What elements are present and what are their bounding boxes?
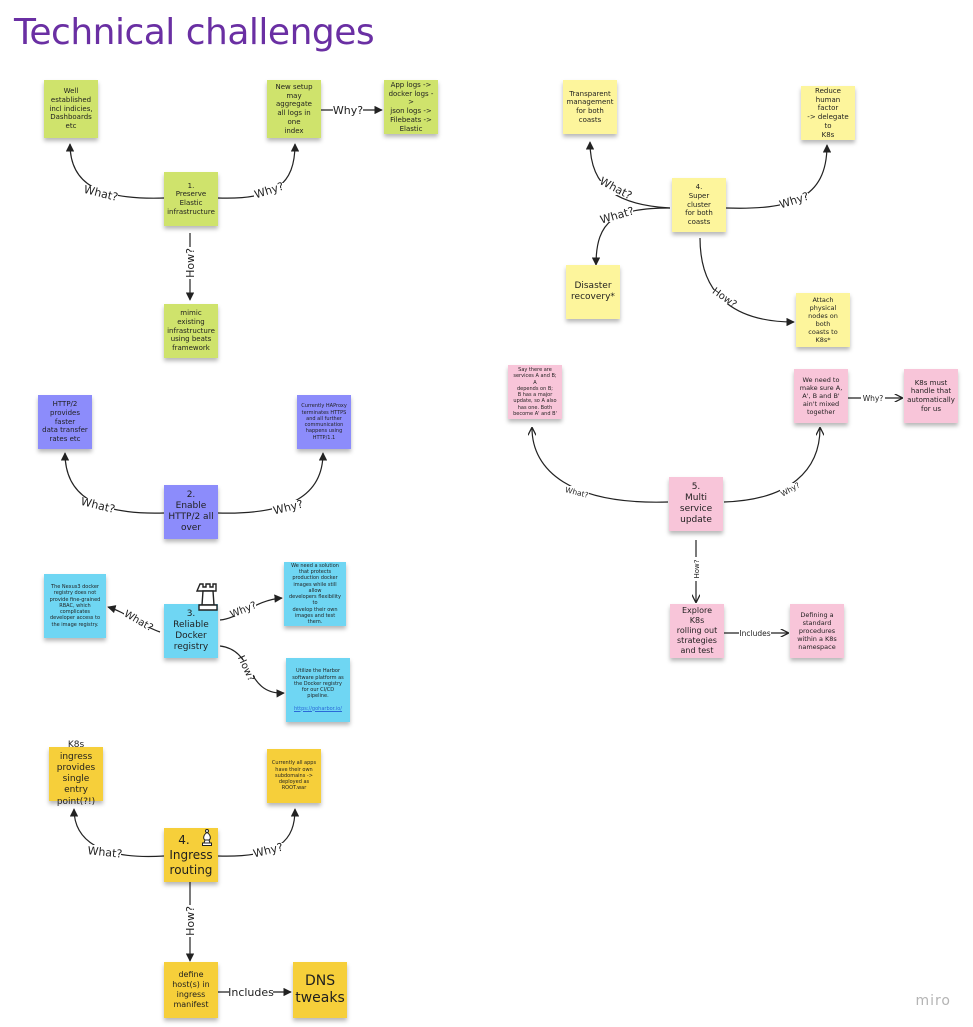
sticky-note[interactable]: DNS tweaks bbox=[293, 962, 347, 1018]
note-text: Ingress routing bbox=[169, 847, 213, 877]
sticky-note[interactable]: 2. Enable HTTP/2 all over bbox=[164, 485, 218, 539]
edge-label-how: How? bbox=[235, 654, 256, 683]
chess-rook-icon bbox=[195, 583, 218, 611]
sticky-note[interactable]: Reduce human factor -> delegate to K8s bbox=[801, 86, 855, 140]
sticky-note[interactable]: mimic existing infrastructure using beat… bbox=[164, 304, 218, 358]
edge-label-what: What? bbox=[599, 204, 636, 226]
sticky-note[interactable]: App logs -> docker logs -> json logs -> … bbox=[384, 80, 438, 134]
sticky-note[interactable]: Say there are services A and B; A depend… bbox=[508, 365, 562, 419]
sticky-note[interactable]: Utilize the Harbor software platform as … bbox=[286, 658, 350, 722]
edge-label-what: What? bbox=[597, 175, 634, 203]
edge-label-what: What? bbox=[87, 844, 123, 861]
edge-label-why: Why? bbox=[333, 104, 363, 117]
edge-label-how: How? bbox=[184, 248, 197, 278]
sticky-note[interactable]: New setup may aggregate all logs in one … bbox=[267, 80, 321, 138]
sticky-note[interactable]: 1. Preserve Elastic infrastructure bbox=[164, 172, 218, 226]
sticky-note[interactable]: We need to make sure A, A', B and B' ain… bbox=[794, 369, 848, 423]
edge-label-how: How? bbox=[693, 559, 701, 578]
sticky-note[interactable]: Disaster recovery* bbox=[566, 265, 620, 319]
sticky-note[interactable]: We need a solution that protects product… bbox=[284, 562, 346, 626]
chess-bishop-icon bbox=[202, 829, 212, 846]
edge-label-includes: Includes bbox=[228, 986, 274, 999]
edge-label-why: Why? bbox=[778, 190, 811, 212]
sticky-note[interactable]: Explore K8s rolling out strategies and t… bbox=[670, 604, 724, 658]
sticky-note[interactable]: Transparent management for both coasts bbox=[563, 80, 617, 134]
page-title: Technical challenges bbox=[14, 12, 375, 53]
edge-label-why: Why? bbox=[253, 180, 286, 202]
edge-label-why: Why? bbox=[863, 394, 884, 403]
sticky-note[interactable]: Well established incl indicies, Dashboar… bbox=[44, 80, 98, 138]
sticky-note[interactable]: Currently HAProxy terminates HTTPS and a… bbox=[297, 395, 351, 449]
sticky-note[interactable]: Attach physical nodes on both coasts to … bbox=[796, 293, 850, 347]
sticky-note[interactable]: define host(s) in ingress manifest bbox=[164, 962, 218, 1018]
sticky-note[interactable]: Currently all apps have their own subdom… bbox=[267, 749, 321, 803]
sticky-note[interactable]: 5. Multi service update bbox=[669, 477, 723, 531]
sticky-note[interactable]: The Nexus3 docker registry does not prov… bbox=[44, 574, 106, 638]
sticky-note[interactable]: 4. Super cluster for both coasts bbox=[672, 178, 726, 232]
sticky-note[interactable]: K8s ingress provides single entry point(… bbox=[49, 740, 103, 807]
note-text: Utilize the Harbor software platform as … bbox=[292, 668, 344, 700]
sticky-note[interactable]: HTTP/2 provides faster data transfer rat… bbox=[38, 395, 92, 449]
edge-label-includes: Includes bbox=[739, 629, 770, 638]
harbor-link[interactable]: https://goharbor.io/ bbox=[294, 705, 342, 712]
note-number: 4. bbox=[178, 832, 190, 847]
sticky-note[interactable]: 4. Ingress routing bbox=[164, 828, 218, 882]
edge-label-how: How? bbox=[184, 906, 197, 936]
sticky-note[interactable]: Defining a standard procedures within a … bbox=[790, 604, 844, 658]
miro-watermark: miro bbox=[915, 993, 951, 1009]
sticky-note[interactable]: K8s must handle that automatically for u… bbox=[904, 369, 958, 423]
sticky-note[interactable]: 3. Reliable Docker registry bbox=[164, 604, 218, 658]
